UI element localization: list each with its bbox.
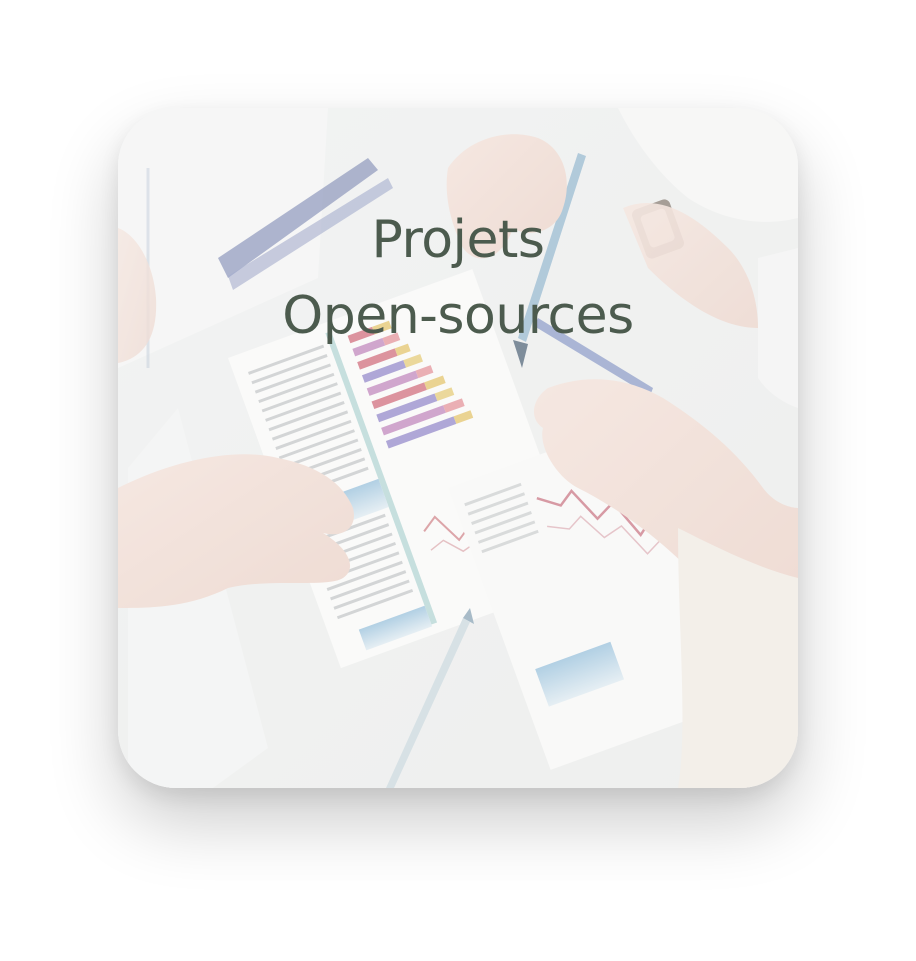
image-overlay [118,108,798,788]
tile-title-line1: Projets [371,210,545,270]
open-source-projects-tile[interactable]: Projets Open-sources [118,108,798,788]
tile-title-line2: Open-sources [282,286,634,346]
business-meeting-photo [118,108,798,788]
tile-title: Projets Open-sources [118,202,798,354]
